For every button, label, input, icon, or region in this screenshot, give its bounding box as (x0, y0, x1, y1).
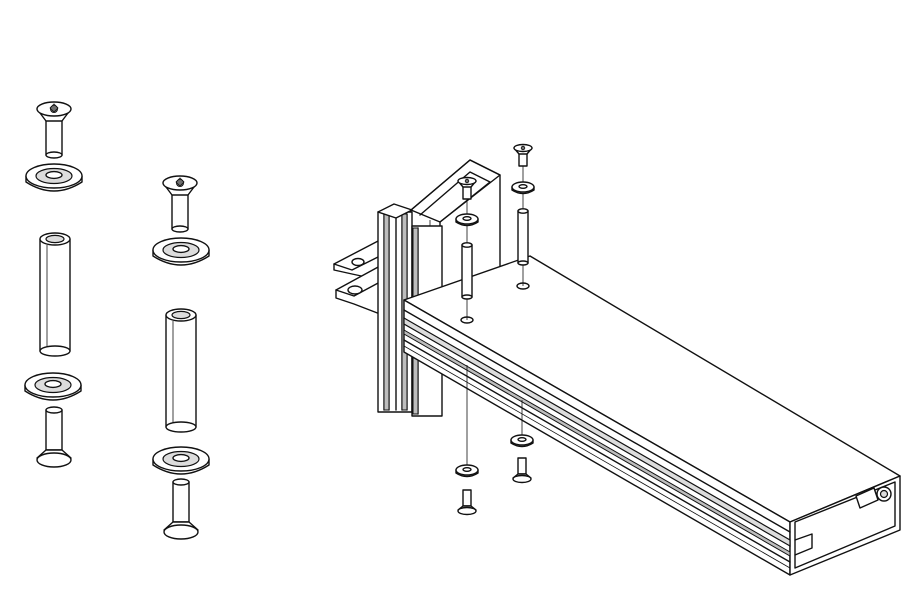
profile-assembly (333, 143, 901, 576)
assembly-screw-d (457, 489, 477, 516)
top-screw-right (162, 175, 198, 233)
horizontal-beam (403, 255, 901, 576)
top-washer-left (25, 163, 83, 192)
fastener-set-left (24, 101, 83, 468)
assembly-washer-a (455, 213, 479, 227)
bottom-washer-left (24, 372, 82, 401)
lower-fasteners (455, 365, 534, 516)
top-washer-right (152, 237, 210, 266)
bottom-washer-right (152, 446, 210, 475)
assembly-washer-c (510, 434, 534, 448)
assembly-tube-b (517, 208, 529, 266)
assembly-washer-b (511, 181, 535, 195)
assembly-screw-b (513, 143, 533, 167)
top-screw-left (36, 101, 72, 159)
assembly-washer-d (455, 464, 479, 478)
upper-fasteners (455, 143, 535, 320)
spacer-tube-left (39, 232, 71, 357)
assembly-screw-c (512, 457, 532, 484)
fastener-set-right (152, 175, 210, 540)
assembly-tube-a (461, 242, 473, 300)
spacer-tube-right (165, 308, 197, 433)
bottom-screw-left (36, 406, 72, 468)
bottom-screw-right (163, 478, 199, 540)
